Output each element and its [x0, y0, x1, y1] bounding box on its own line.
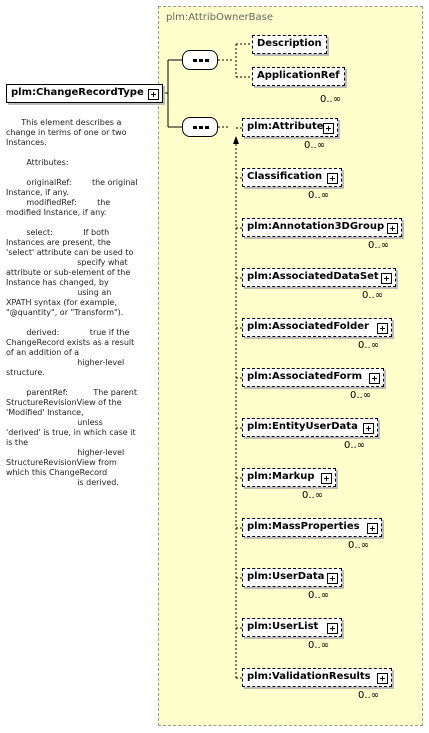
attribute-element-label: plm:AssociatedFolder — [247, 321, 369, 332]
attribute-element-label: Classification — [247, 171, 323, 182]
sequence-compositor-bottom[interactable] — [182, 117, 218, 137]
attribute-cardinality: 0..∞ — [350, 390, 372, 401]
attribute-cardinality: 0..∞ — [344, 440, 366, 451]
attribute-cardinality: 0..∞ — [308, 640, 330, 651]
documentation-panel: This element describes a change in terms… — [6, 118, 138, 488]
doc-paragraph-4: select: If both Instances are present, t… — [6, 228, 134, 317]
expand-icon[interactable] — [377, 673, 388, 684]
attribute-element-label: plm:UserData — [247, 571, 325, 582]
attribute-element-userlist[interactable]: plm:UserList — [242, 618, 342, 637]
attribute-element-label: plm:ValidationResults — [247, 671, 371, 682]
doc-paragraph-3: originalRef: the original Instance, if a… — [6, 178, 138, 217]
expand-icon[interactable] — [367, 523, 378, 534]
attribute-element-associatedfolder[interactable]: plm:AssociatedFolder — [242, 318, 392, 337]
attribute-element-annotation3dgroup[interactable]: plm:Annotation3DGroup — [242, 218, 402, 237]
attribute-cardinality: 0..∞ — [368, 240, 390, 251]
description-element[interactable]: Description — [252, 35, 327, 54]
expand-icon[interactable] — [321, 473, 332, 484]
change-record-type-node[interactable]: plm:ChangeRecordType — [6, 84, 163, 103]
doc-paragraph-6: parentRef: The parent StructureRevisionV… — [6, 388, 137, 487]
doc-paragraph-5: derived: true if the ChangeRecord exists… — [6, 328, 135, 377]
attribute-cardinality: 0..∞ — [302, 490, 324, 501]
attribute-element-associateddataset[interactable]: plm:AssociatedDataSet — [242, 268, 396, 287]
attribute-element-label: plm:EntityUserData — [247, 421, 358, 432]
expand-icon[interactable] — [369, 373, 380, 384]
sequence-compositor-top[interactable] — [182, 50, 218, 70]
attribute-element-entityuserdata[interactable]: plm:EntityUserData — [242, 418, 378, 437]
expand-icon[interactable] — [327, 573, 338, 584]
attribute-cardinality: 0..∞ — [358, 690, 380, 701]
attribute-element-label: plm:Attribute — [247, 121, 324, 132]
attribute-element-label: plm:AssociatedDataSet — [247, 271, 379, 282]
attribute-element-label: plm:Annotation3DGroup — [247, 221, 385, 232]
attribute-element-label: plm:AssociatedForm — [247, 371, 362, 382]
application-ref-element[interactable]: ApplicationRef — [252, 67, 345, 86]
expand-icon[interactable] — [381, 273, 392, 284]
attribute-element-associatedform[interactable]: plm:AssociatedForm — [242, 368, 384, 387]
attribute-element-label: plm:Markup — [247, 471, 315, 482]
attribute-cardinality: 0..∞ — [362, 290, 384, 301]
collapse-icon[interactable] — [147, 89, 159, 100]
expand-icon[interactable] — [327, 173, 338, 184]
attribute-element-label: plm:MassProperties — [247, 521, 360, 532]
doc-paragraph-2: Attributes: — [6, 158, 69, 167]
expand-icon[interactable] — [323, 123, 334, 134]
top-choice-cardinality: 0..∞ — [320, 94, 342, 105]
group-title: plm:AttribOwnerBase — [166, 12, 273, 23]
attribute-cardinality: 0..∞ — [304, 140, 326, 151]
attribute-cardinality: 0..∞ — [358, 340, 380, 351]
expand-icon[interactable] — [377, 323, 388, 334]
root-label: plm:ChangeRecordType — [11, 87, 144, 98]
expand-icon[interactable] — [363, 423, 374, 434]
expand-icon[interactable] — [327, 623, 338, 634]
attribute-element-userdata[interactable]: plm:UserData — [242, 568, 342, 587]
attribute-element-markup[interactable]: plm:Markup — [242, 468, 336, 487]
attribute-element-label: plm:UserList — [247, 621, 319, 632]
attribute-element-classification[interactable]: Classification — [242, 168, 342, 187]
doc-paragraph-1: This element describes a change in terms… — [6, 118, 130, 147]
attribute-element-validationresults[interactable]: plm:ValidationResults — [242, 668, 392, 687]
attribute-element-attribute[interactable]: plm:Attribute — [242, 118, 338, 137]
attribute-cardinality: 0..∞ — [308, 190, 330, 201]
attribute-element-massproperties[interactable]: plm:MassProperties — [242, 518, 382, 537]
attribute-cardinality: 0..∞ — [308, 590, 330, 601]
expand-icon[interactable] — [387, 223, 398, 234]
attribute-cardinality: 0..∞ — [348, 540, 370, 551]
